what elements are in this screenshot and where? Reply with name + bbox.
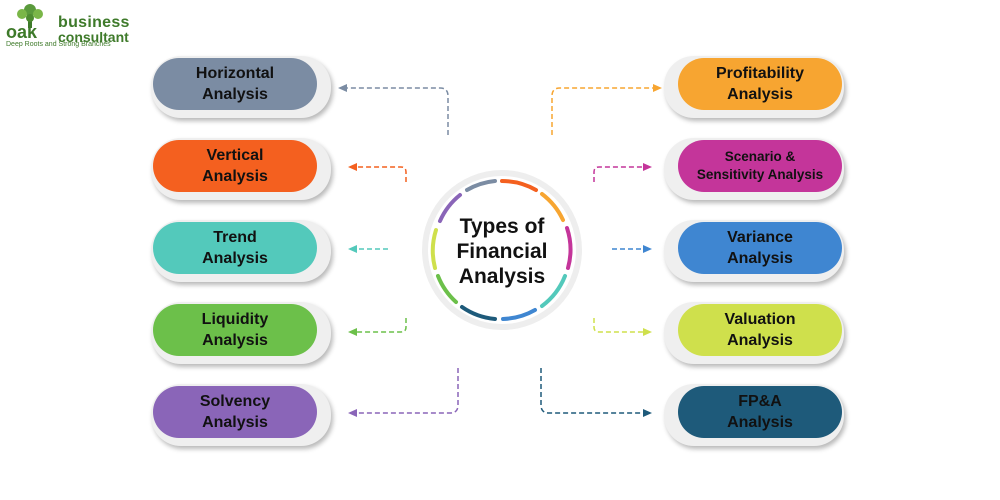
connector-vertical xyxy=(352,166,407,182)
logo-word-bottom: consultant xyxy=(58,29,129,45)
connector-liquidity xyxy=(352,318,407,333)
connector-fpa xyxy=(540,368,645,414)
logo-tagline: Deep Roots and Strong Branches xyxy=(6,41,111,48)
connector-valuation xyxy=(593,318,645,333)
center-ring xyxy=(430,179,573,321)
pill-label: Scenario &Sensitivity Analysis xyxy=(678,140,842,192)
connector-horizontal xyxy=(340,87,449,135)
brand-logo: oak business consultant Deep Roots and S… xyxy=(4,2,139,48)
logo-word-top: business xyxy=(58,14,130,31)
connector-profitability xyxy=(551,87,655,135)
logo-mark-text: oak xyxy=(6,22,38,42)
tree-icon xyxy=(17,4,43,28)
center-circle-inner xyxy=(428,176,576,324)
connector-scenario xyxy=(593,166,645,182)
connector-solvency xyxy=(352,368,459,414)
pill-scenario-sensitivity-analysis: Scenario &Sensitivity Analysis xyxy=(664,138,844,204)
